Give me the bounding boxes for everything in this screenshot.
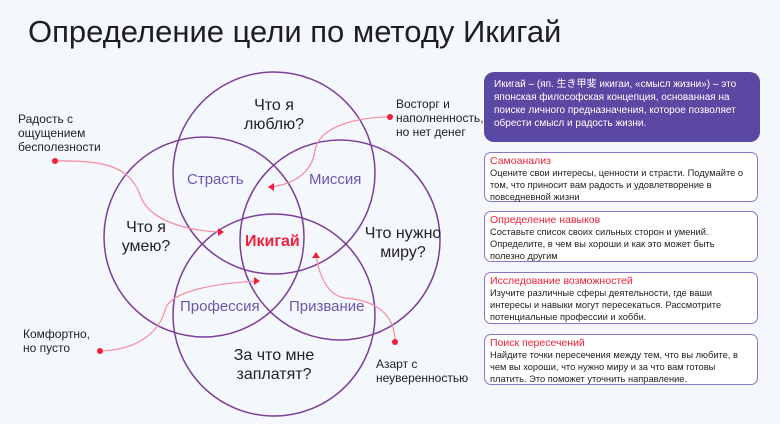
label-mission: Миссия [309, 171, 362, 188]
step-heading: Поиск пересечений [490, 337, 585, 349]
arrowhead [254, 277, 260, 285]
label-profession: Профессия [180, 298, 260, 315]
arrowhead [268, 183, 274, 191]
arrow-delight-no-money [269, 116, 391, 188]
arrow-excitement-uncertainty [315, 253, 396, 343]
label-what-i-love: Что я люблю? [243, 97, 304, 133]
label-passion: Страсть [187, 171, 244, 188]
step-card: Исследование возможностей Изучите различ… [484, 272, 758, 324]
annotation-dot [52, 158, 58, 164]
annotation-dot [97, 348, 103, 354]
arrow-comfort-empty [99, 280, 259, 352]
label-what-i-can: Что я умею? [121, 219, 171, 255]
step-text: Найдите точки пересечения между тем, что… [490, 350, 738, 384]
page-title: Определение цели по методу Икигай [28, 14, 562, 49]
annotation-comfort-empty: Комфортно, но пусто [23, 327, 91, 355]
step-heading: Исследование возможностей [490, 275, 633, 287]
arrowhead [312, 252, 320, 258]
annotation-joy-useless: Радость с ощущением бесполезности [18, 112, 101, 154]
arrowhead [218, 228, 224, 236]
arrow-joy-useless [54, 160, 223, 233]
label-vocation: Призвание [289, 298, 365, 315]
step-card: Поиск пересечений Найдите точки пересече… [484, 334, 758, 385]
circle-world-need [239, 139, 441, 341]
circle-love [172, 71, 376, 275]
label-world-needs: Что нужно миру? [364, 225, 442, 261]
annotation-excitement-uncertainty: Азарт с неуверенностью [376, 357, 469, 385]
step-heading: Определение навыков [490, 214, 601, 226]
step-heading: Самоанализ [490, 155, 551, 167]
step-card: Определение навыков Составьте список сво… [484, 211, 758, 262]
circle-paid [172, 213, 376, 417]
step-text: Изучите различные сферы деятельности, гд… [490, 288, 722, 322]
label-paid-for: За что мне заплатят? [233, 347, 315, 383]
step-text: Составьте список своих сильных сторон и … [490, 227, 715, 261]
circle-skill [103, 136, 305, 338]
step-card: Самоанализ Оцените свои интересы, ценнос… [484, 152, 758, 202]
label-ikigai: Икигай [245, 233, 300, 250]
annotation-delight-no-money: Восторг и наполненность, но нет денег [396, 97, 484, 139]
step-text: Оцените свои интересы, ценности и страст… [490, 168, 744, 202]
annotation-dot [392, 339, 398, 345]
ikigai-definition: Икигай – (яп. 生き甲斐 икигаи, «смысл жизни»… [484, 72, 760, 142]
annotation-dot [387, 114, 393, 120]
